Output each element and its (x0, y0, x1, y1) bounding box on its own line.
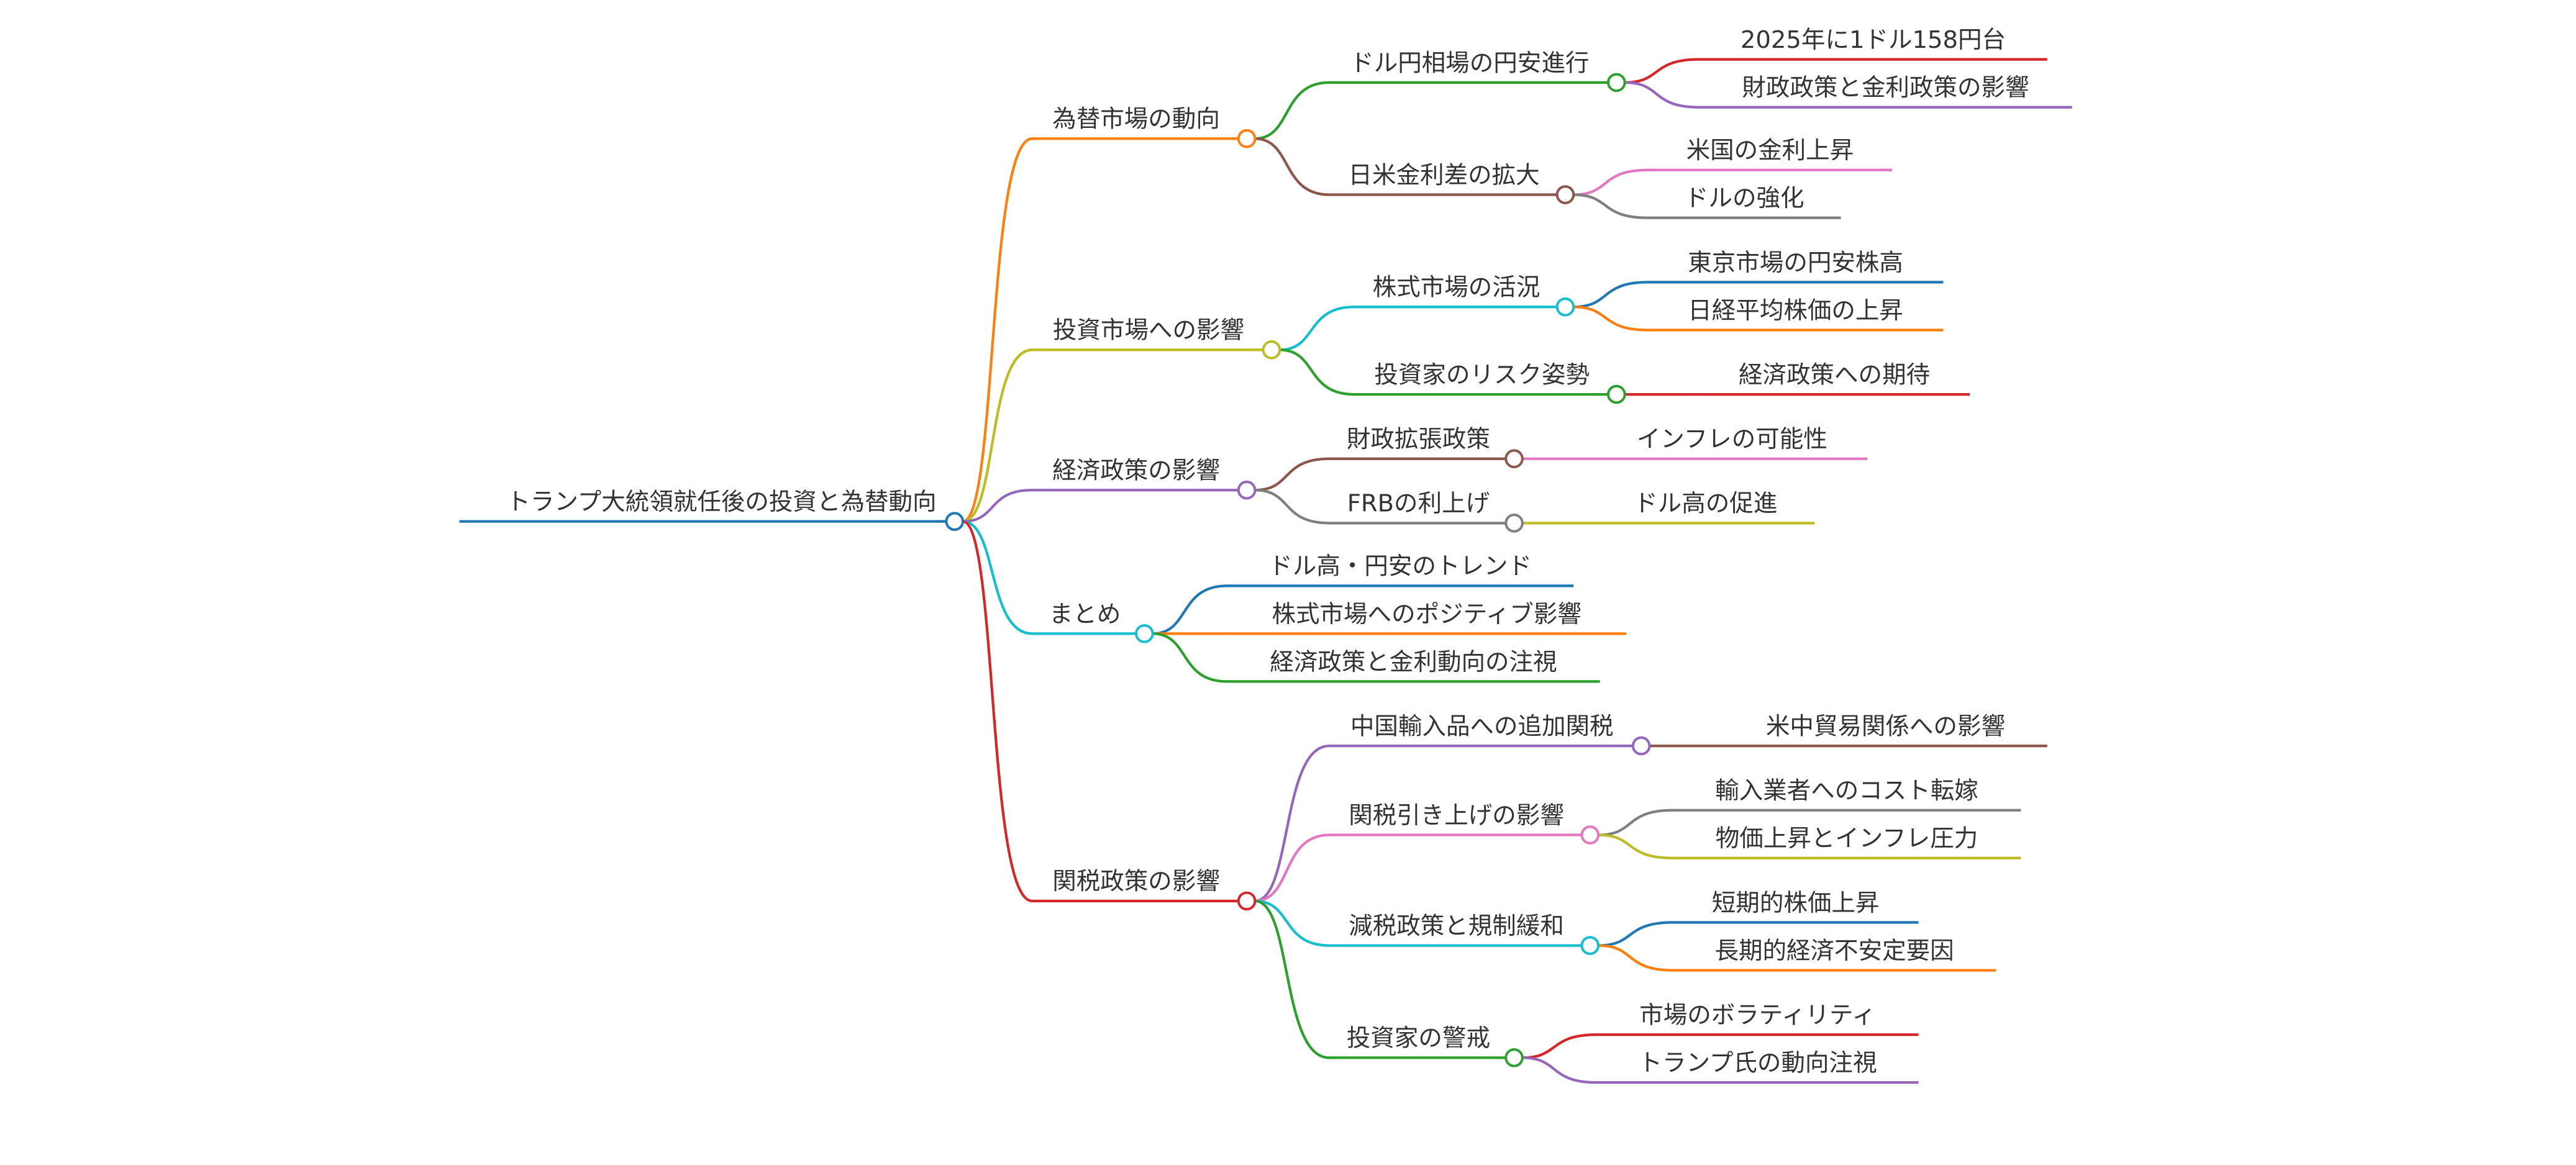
topic-r-4-1-0[interactable]: 輸入業者へのコスト転嫁 (1715, 777, 1978, 805)
collapse-toggle-r-4-0[interactable] (1631, 736, 1651, 756)
connector-r-4-3-1 (1521, 1056, 1598, 1084)
connector-r-1-0 (1278, 306, 1355, 351)
topic-r-2-1[interactable]: FRBの利上げ (1347, 490, 1490, 518)
connector-r-4-3-0 (1521, 1033, 1598, 1059)
topic-r-3-0[interactable]: ドル高・円安のトレンド (1268, 553, 1532, 581)
connector-r-4-1-0 (1596, 809, 1674, 836)
connector-r-0 (961, 137, 1034, 523)
collapse-toggle-r-4[interactable] (1237, 891, 1257, 911)
topic-r-0-0-1[interactable]: 財政政策と金利政策の影響 (1742, 74, 2029, 102)
collapse-toggle-r-4-1[interactable] (1580, 825, 1600, 845)
topic-r-4-3-1[interactable]: トランプ氏の動向注視 (1638, 1049, 1877, 1077)
collapse-toggle-r-4-2[interactable] (1580, 936, 1600, 955)
topic-r-4-1-1[interactable]: 物価上昇とインフレ圧力 (1716, 825, 1978, 853)
topic-r-4-3[interactable]: 投資家の警戒 (1347, 1025, 1490, 1053)
mind-map-nodes: トランプ大統領就任後の投資と為替動向 為替市場の動向 ドル円相場の円安進行 2025年… (506, 26, 2029, 1077)
connector-r-4-2-0 (1596, 921, 1674, 947)
topic-r-4[interactable]: 関税政策の影響 (1052, 868, 1220, 895)
collapse-toggle-r-0-1[interactable] (1555, 185, 1575, 204)
connector-r-0-0-0 (1623, 58, 1701, 84)
topic-r-1-0-0[interactable]: 東京市場の円安株高 (1688, 249, 1903, 277)
topic-r-4-0[interactable]: 中国輸入品への追加関税 (1350, 712, 1614, 740)
connector-r-4-2-1 (1596, 944, 1674, 972)
topic-r-2-0[interactable]: 財政拡張政策 (1347, 425, 1490, 453)
connector-r-0-1-1 (1572, 193, 1649, 219)
connector-r-2 (961, 489, 1034, 523)
mind-map-edges (459, 58, 2072, 1084)
connector-r-1-1 (1278, 348, 1355, 396)
topic-r-1-1-0[interactable]: 経済政策への期待 (1739, 361, 1930, 389)
connector-r-4 (961, 520, 1034, 902)
topic-r-2-0-0[interactable]: インフレの可能性 (1637, 425, 1827, 453)
connector-r-4-1 (1254, 833, 1331, 902)
connector-r-1-0-0 (1572, 281, 1649, 309)
connector-r-3 (961, 520, 1034, 635)
topic-r-2[interactable]: 経済政策の影響 (1052, 457, 1220, 485)
topic-r-0-1-1[interactable]: ドルの強化 (1685, 184, 1805, 212)
topic-r-3-1[interactable]: 株式市場へのポジティブ影響 (1272, 601, 1582, 628)
collapse-toggle-r-0-0[interactable] (1607, 73, 1626, 93)
topic-r-0-1-0[interactable]: 米国の金利上昇 (1686, 137, 1854, 165)
collapse-toggle-r-4-3[interactable] (1504, 1048, 1524, 1068)
connector-r-2-1 (1254, 489, 1331, 525)
topic-r-3[interactable]: まとめ (1049, 601, 1121, 628)
connector-r-0-1-0 (1572, 168, 1649, 196)
root-topic[interactable]: トランプ大統領就任後の投資と為替動向 (506, 488, 936, 516)
topic-r-1-0-1[interactable]: 日経平均株価の上昇 (1688, 297, 1903, 325)
connector-r-4-3 (1254, 899, 1331, 1059)
topic-r-3-2[interactable]: 経済政策と金利動向の注視 (1270, 648, 1557, 676)
collapse-toggle-r-2[interactable] (1237, 480, 1257, 500)
connector-r-4-1-1 (1596, 833, 1674, 859)
topic-r-1-1[interactable]: 投資家のリスク姿勢 (1374, 361, 1590, 389)
connector-r-4-0 (1254, 744, 1331, 902)
connector-r-1-0-1 (1572, 306, 1649, 332)
connector-r-3-0 (1151, 584, 1229, 635)
topic-r-4-2-1[interactable]: 長期的経済不安定要因 (1714, 937, 1954, 965)
connector-r-0-1 (1254, 137, 1331, 196)
topic-r-4-1[interactable]: 関税引き上げの影響 (1349, 802, 1564, 830)
topic-r-4-0-0[interactable]: 米中貿易関係への影響 (1766, 712, 2005, 740)
topic-r-0-0[interactable]: ドル円相場の円安進行 (1350, 49, 1589, 77)
collapse-toggle-r-3[interactable] (1135, 624, 1154, 643)
collapse-toggle-r-2-0[interactable] (1504, 449, 1524, 468)
topic-r-1-0[interactable]: 株式市場の活況 (1373, 274, 1541, 302)
topic-r-4-2-0[interactable]: 短期的株価上昇 (1712, 889, 1880, 917)
collapse-toggle-r-1-1[interactable] (1607, 384, 1626, 404)
connector-r-1 (961, 348, 1034, 523)
topic-r-0[interactable]: 為替市場の動向 (1052, 106, 1220, 134)
topic-r-0-0-0[interactable]: 2025年に1ドル158円台 (1741, 26, 2006, 54)
connector-r-4-2 (1254, 899, 1331, 947)
connector-r-3-2 (1151, 632, 1229, 683)
connector-r-0-0-1 (1623, 81, 1701, 109)
collapse-toggle-r-2-1[interactable] (1504, 514, 1524, 533)
collapse-toggle-r-1[interactable] (1262, 340, 1281, 360)
collapse-toggle-r-0[interactable] (1237, 129, 1257, 148)
topic-r-4-2[interactable]: 減税政策と規制緩和 (1349, 912, 1564, 940)
topic-r-2-1-0[interactable]: ドル高の促進 (1634, 490, 1777, 518)
collapse-toggle-r-1-0[interactable] (1555, 297, 1575, 317)
collapse-toggle-r[interactable] (945, 512, 965, 531)
connector-r-0-0 (1254, 81, 1331, 140)
topic-r-1[interactable]: 投資市場への影響 (1053, 317, 1244, 345)
topic-r-0-1[interactable]: 日米金利差の拡大 (1349, 161, 1540, 189)
connector-r-2-0 (1254, 457, 1331, 492)
topic-r-4-3-0[interactable]: 市場のボラティリティ (1639, 1001, 1876, 1029)
